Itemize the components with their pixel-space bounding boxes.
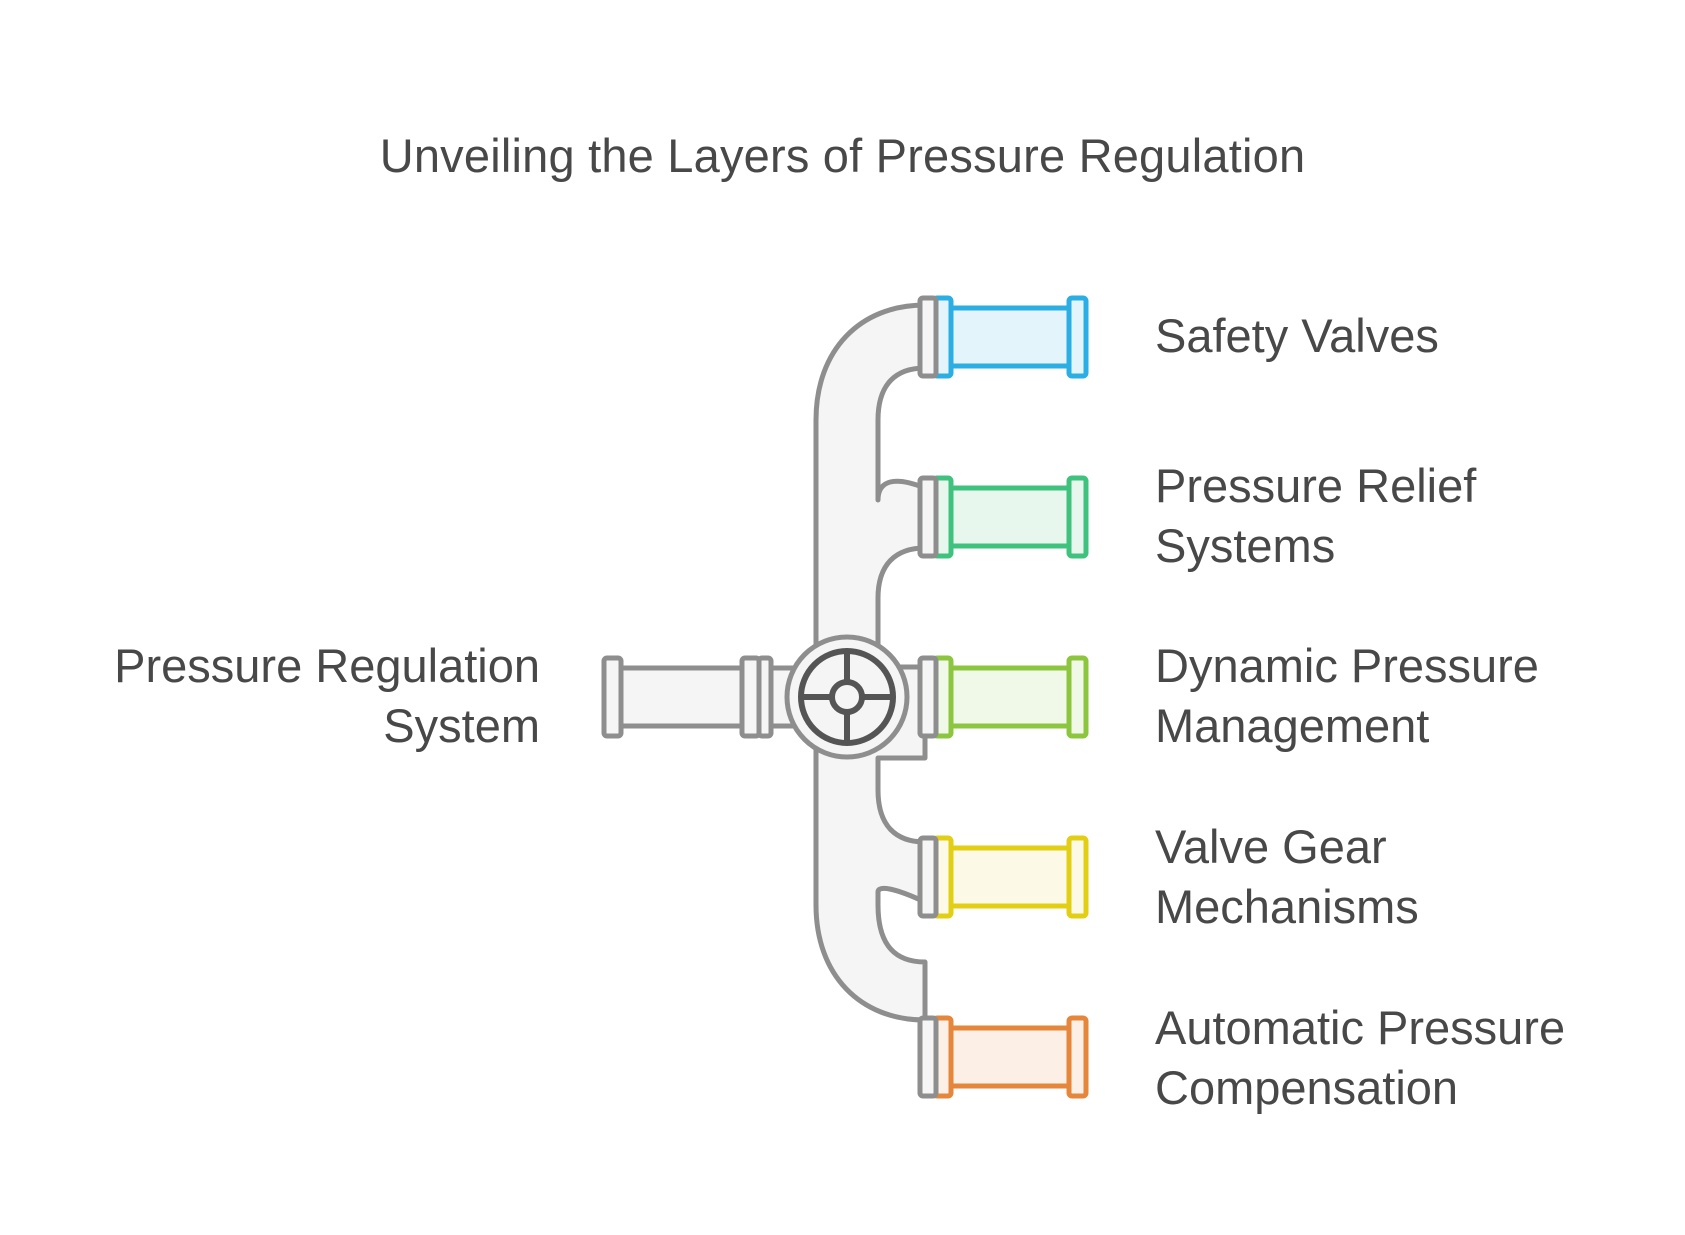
source-label-line2: System [383, 699, 540, 752]
branch-label-automatic-compensation: Automatic Pressure Compensation [1155, 998, 1675, 1118]
branch-pipe-body [942, 305, 1078, 369]
branch-label-line1: Valve Gear [1155, 820, 1387, 873]
branch-label-line2: Compensation [1155, 1061, 1459, 1114]
branch-label-line2: Management [1155, 699, 1430, 752]
branch-collar [917, 295, 939, 379]
branch-pipe-automatic-compensation [931, 1015, 1089, 1099]
branch-collar [917, 835, 939, 919]
source-label: Pressure Regulation System [40, 636, 540, 756]
branch-collar-dynamic-pressure [917, 655, 939, 739]
branch-collar [917, 475, 939, 559]
branch-collar-safety-valves [917, 295, 939, 379]
branch-label-line2: Systems [1155, 519, 1336, 572]
branch-label-safety-valves: Safety Valves [1155, 306, 1675, 366]
branch-pipe-end-flange [1066, 1015, 1089, 1099]
branch-pipe-body [942, 665, 1078, 729]
branch-label-line1: Automatic Pressure [1155, 1001, 1566, 1054]
inlet-pipe [601, 655, 796, 739]
branch-pipe-dynamic-pressure [931, 655, 1089, 739]
branch-collar [917, 655, 939, 739]
branch-pipe-end-flange [1066, 655, 1089, 739]
branch-pipe-safety-valves [931, 295, 1089, 379]
branch-pipe-body [942, 845, 1078, 909]
branch-pipe-pressure-relief [931, 475, 1089, 559]
branch-pipe-body [942, 485, 1078, 549]
branch-collar-automatic-compensation [917, 1015, 939, 1099]
branch-label-pressure-relief: Pressure Relief Systems [1155, 456, 1675, 576]
branch-pipe-valve-gear [931, 835, 1089, 919]
branch-pipe-end-flange [1066, 295, 1089, 379]
diagram-title: Unveiling the Layers of Pressure Regulat… [379, 129, 1306, 182]
branch-collar [917, 1015, 939, 1099]
source-label-line1: Pressure Regulation [114, 639, 540, 692]
branch-label-line2: Mechanisms [1155, 880, 1419, 933]
branch-label-dynamic-pressure: Dynamic Pressure Management [1155, 636, 1675, 756]
branch-pipe-body [942, 1025, 1078, 1089]
branch-pipe-end-flange [1066, 835, 1089, 919]
valve-wheel-icon [784, 634, 910, 760]
branch-label-line1: Pressure Relief [1155, 459, 1477, 512]
branch-collar-pressure-relief [917, 475, 939, 559]
branch-label-line1: Safety Valves [1155, 309, 1439, 362]
branch-label-line1: Dynamic Pressure [1155, 639, 1539, 692]
branch-pipe-end-flange [1066, 475, 1089, 559]
branch-label-valve-gear: Valve Gear Mechanisms [1155, 817, 1675, 937]
branch-collar-valve-gear [917, 835, 939, 919]
